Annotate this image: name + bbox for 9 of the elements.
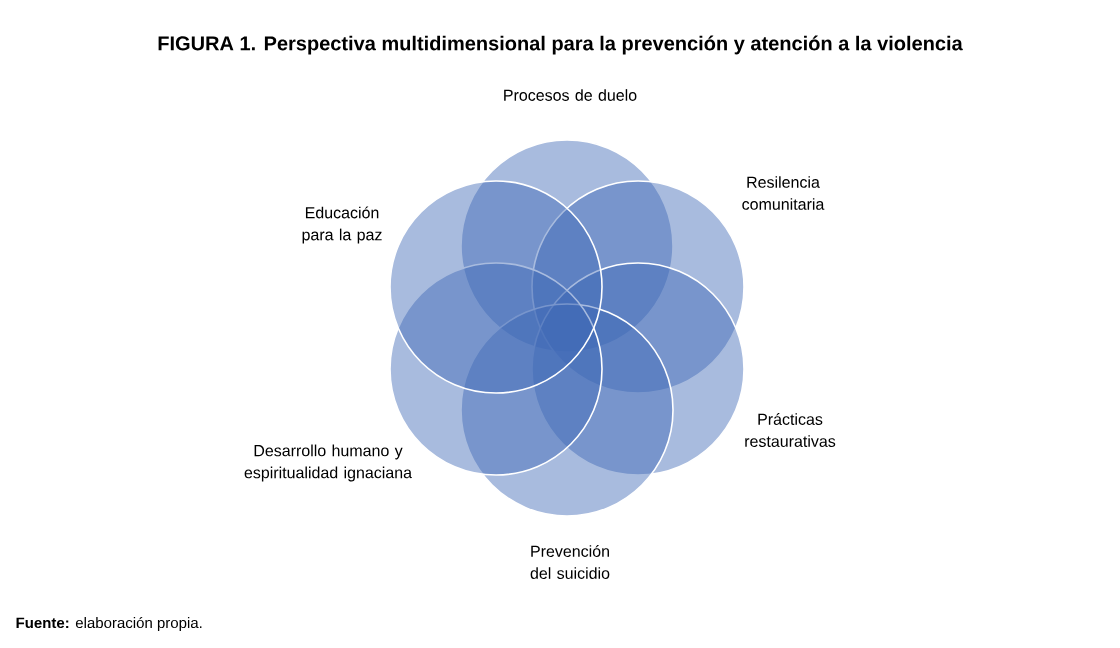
circle-label: Desarrollo humano y espiritualidad ignaciana <box>244 444 412 482</box>
circle-label: Educación para la paz <box>302 206 382 244</box>
figure-title: FIGURA 1. Perspectiva multidimensional para la prevención y atención a la violencia <box>158 35 963 55</box>
source-note: Fuente: elaboración propia. <box>16 616 202 632</box>
circle-label: Procesos de duelo <box>504 89 637 101</box>
circle-label: Prácticas restaurativas <box>745 413 836 447</box>
circle-label: Prevención del suicidio <box>530 545 610 579</box>
circle <box>389 180 603 394</box>
circle-label: Resilencia comunitaria <box>742 176 825 210</box>
